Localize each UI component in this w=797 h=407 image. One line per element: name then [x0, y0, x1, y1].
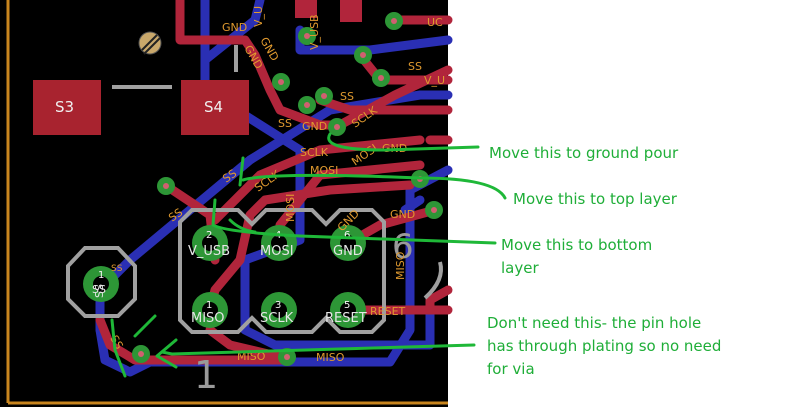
isp-header: 2 V_USB 4 MOSI 6 GND 1 MISO 3 SCLK 5 RES… [178, 208, 386, 334]
svg-text:MOSI: MOSI [284, 194, 297, 222]
top-layer-traces [95, 0, 453, 365]
svg-text:RESET: RESET [370, 305, 406, 318]
svg-text:MOSI: MOSI [260, 244, 294, 259]
silk-number-one: 1 [194, 353, 218, 397]
annotation-text: Move this to top layer [513, 190, 678, 208]
jumper-footprint[interactable]: 1 SS [66, 246, 137, 318]
svg-text:GND: GND [390, 208, 415, 221]
annotation-text: has through plating so no need [487, 337, 721, 355]
annotation-text: for via [487, 360, 535, 378]
header-pin-5[interactable]: 5 RESET [325, 292, 367, 328]
silk-number-six: 6 [392, 227, 414, 267]
svg-text:MOSI: MOSI [310, 164, 338, 177]
svg-text:SS: SS [107, 333, 125, 352]
annotation-bottom-layer: Move this to bottom layer [211, 198, 652, 277]
annotation-text: Move this to bottom [501, 236, 652, 254]
annotation-no-via: Don't need this- the pin hole has throug… [110, 314, 721, 378]
jumper-pin-num: 1 [98, 270, 104, 281]
svg-text:V_U: V_U [424, 74, 445, 87]
svg-text:UC: UC [427, 16, 443, 29]
switch-s4-label: S4 [204, 98, 223, 116]
fiducial-mark [138, 31, 162, 55]
annotation-text: layer [501, 259, 539, 277]
header-pin-1[interactable]: 1 MISO [191, 292, 228, 328]
header-pin-3[interactable]: 3 SCLK [260, 292, 297, 328]
svg-text:2: 2 [206, 230, 212, 241]
switch-s3[interactable]: S3 [33, 80, 101, 135]
header-pin-6[interactable]: 6 GND [330, 225, 366, 261]
smd-pad [295, 0, 317, 18]
svg-text:SS: SS [111, 264, 123, 274]
jumper-pin-label: SS [92, 283, 106, 296]
svg-text:SS: SS [93, 284, 106, 298]
annotation-text: Move this to ground pour [489, 144, 679, 162]
annotation-top-layer: Move this to top layer [238, 156, 678, 208]
svg-text:GND: GND [222, 21, 247, 34]
svg-text:5: 5 [344, 300, 350, 311]
switch-s3-label: S3 [55, 98, 74, 116]
svg-text:V_USB: V_USB [308, 14, 321, 50]
svg-text:GND: GND [333, 244, 363, 259]
svg-text:SS: SS [340, 90, 354, 103]
annotation-text: Don't need this- the pin hole [487, 314, 701, 332]
header-pin-2[interactable]: 2 V_USB [188, 225, 230, 261]
switch-s4[interactable]: S4 [181, 80, 249, 135]
svg-text:SCLK: SCLK [300, 146, 329, 159]
svg-text:V_USB: V_USB [188, 244, 230, 259]
svg-text:V_U: V_U [252, 6, 265, 27]
svg-text:GND: GND [302, 120, 327, 133]
svg-text:RESET: RESET [325, 311, 367, 326]
svg-text:SS: SS [278, 117, 292, 130]
svg-text:SCLK: SCLK [260, 311, 294, 326]
smd-pad [340, 0, 362, 22]
annotation-ground-pour: Move this to ground pour [327, 132, 679, 162]
svg-text:MISO: MISO [191, 311, 225, 326]
svg-text:3: 3 [275, 300, 281, 311]
silk-arc [423, 261, 443, 300]
svg-text:6: 6 [344, 230, 350, 241]
svg-text:MISO: MISO [316, 351, 345, 364]
svg-text:MISO: MISO [394, 251, 407, 280]
svg-text:1: 1 [206, 300, 212, 311]
svg-text:SS: SS [408, 60, 422, 73]
